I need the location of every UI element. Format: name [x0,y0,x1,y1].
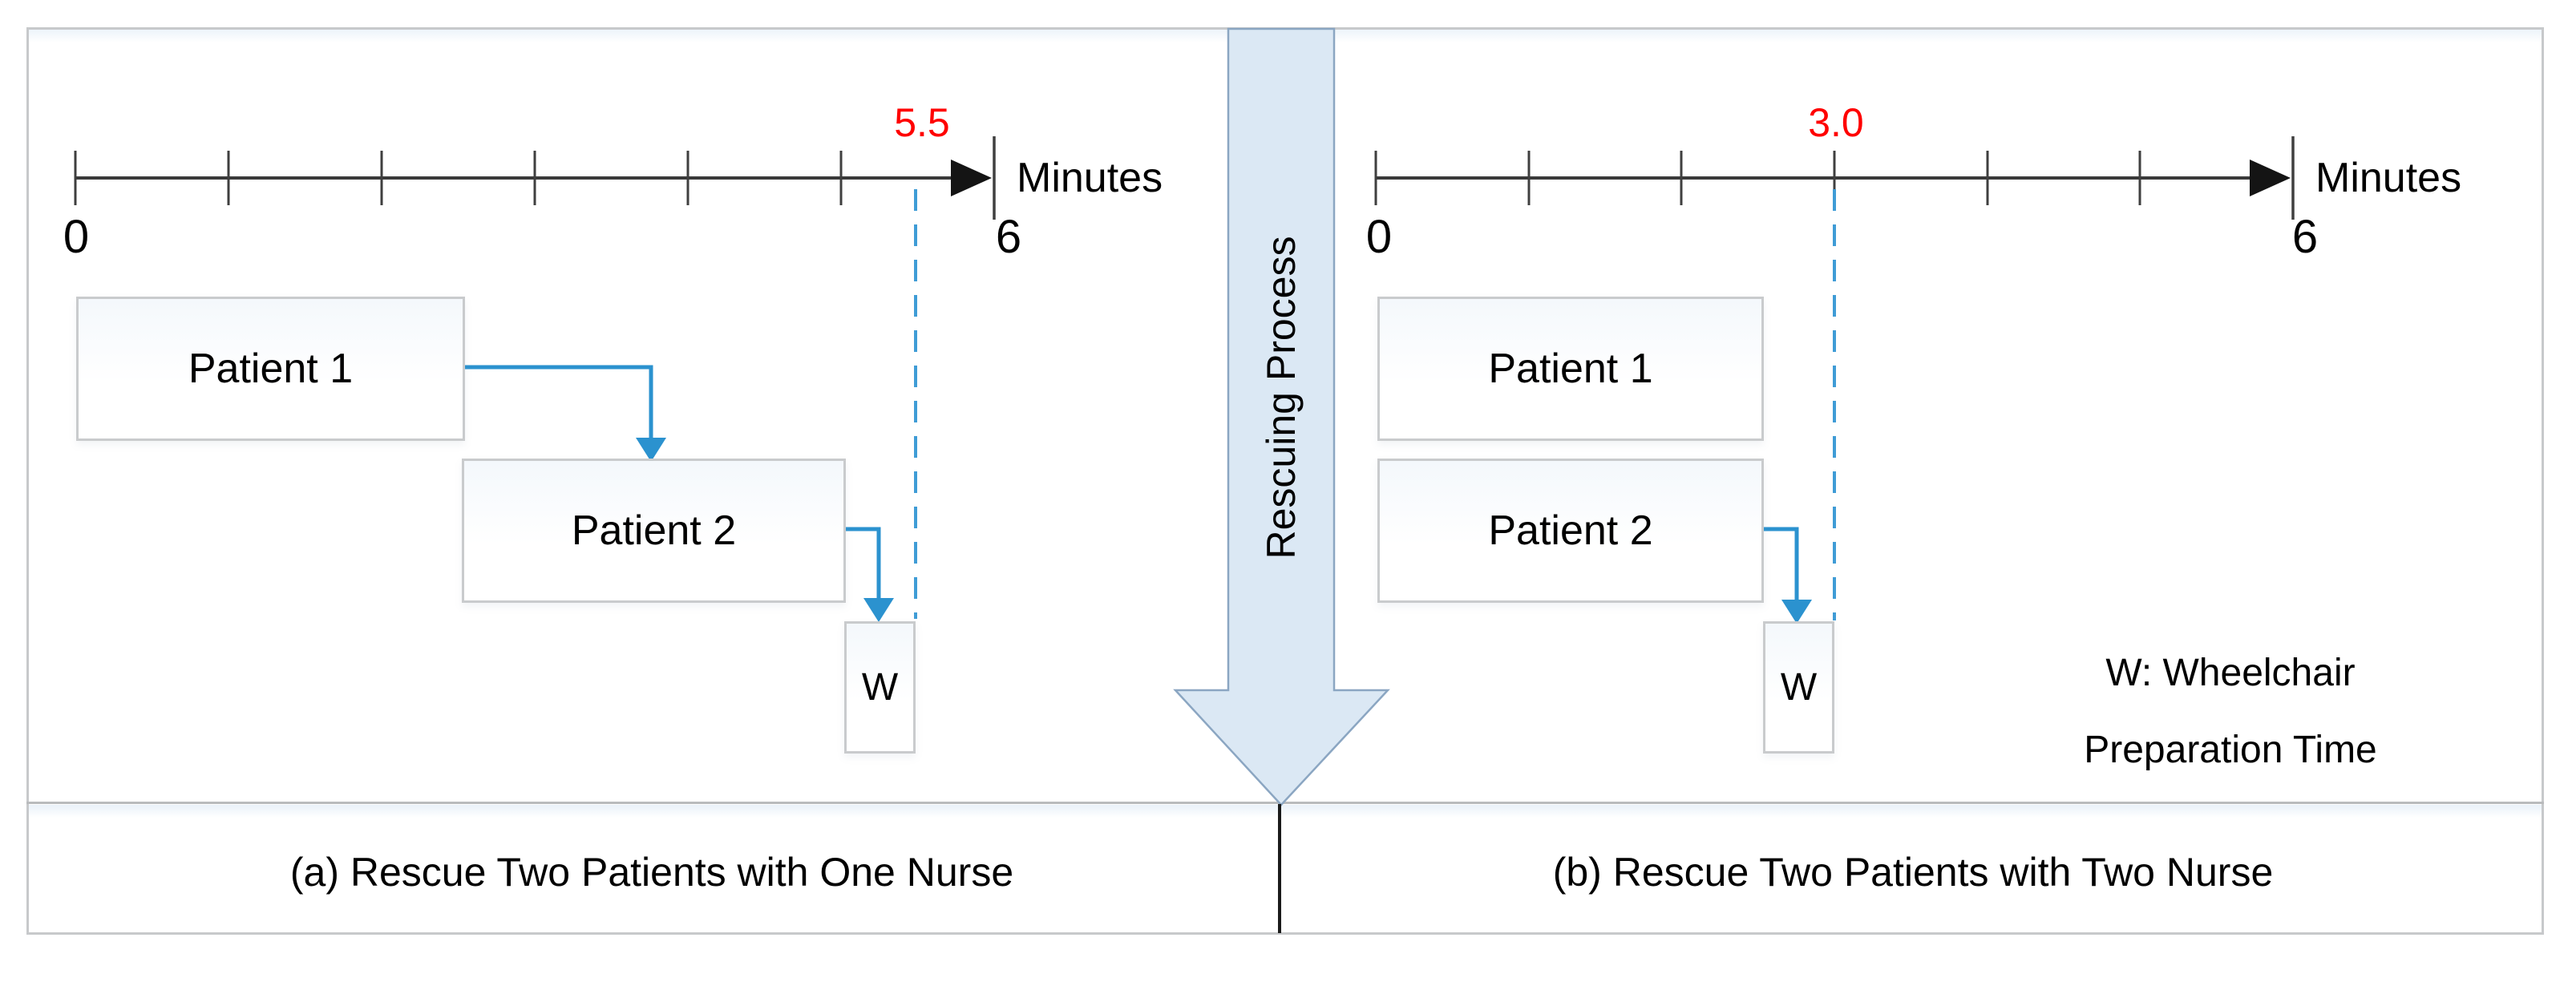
left-axis-start-label: 0 [63,211,90,263]
wheelchair-legend-line1: W: Wheelchair [2105,652,2356,694]
left-axis-end-label: 6 [995,211,1022,263]
right-patient2-label: Patient 2 [1488,507,1653,554]
right-axis-start-label: 0 [1365,211,1393,263]
caption-a: (a) Rescue Two Patients with One Nurse [289,850,1014,895]
right-connector-arrowhead-icon [1781,600,1812,624]
wheelchair-legend: W: Wheelchair Preparation Time [2030,635,2431,789]
left-completion-time-label: 5.5 [894,100,950,145]
right-wheelchair-label: W [1780,666,1818,709]
connectors [465,365,1799,601]
left-axis-arrowhead-icon [951,160,992,196]
left-patient2-label: Patient 2 [571,507,737,554]
caption-band-separator [26,802,2544,804]
wheelchair-legend-line2: Preparation Time [2084,729,2377,771]
rescuing-process-arrow-shape [1173,27,1390,806]
left-patient1-label: Patient 1 [188,346,354,392]
left-patient1-box: Patient 1 [76,297,465,441]
left-patient2-to-wheelchair-connector [846,527,881,600]
right-patient1-label: Patient 1 [1488,346,1653,392]
rescuing-process-label: Rescuing Process [1259,236,1304,560]
left-axis-unit-label: Minutes [1017,155,1163,201]
right-patient2-to-wheelchair-connector [1764,527,1799,601]
right-axis-unit-label: Minutes [2315,155,2462,201]
left-axis-ticks [74,136,996,220]
left-wheelchair-box: W [844,621,916,754]
caption-band-tint [29,805,2542,818]
caption-b: (b) Rescue Two Patients with Two Nurse [1552,850,2274,895]
right-patient2-box: Patient 2 [1377,459,1764,603]
left-patient2-box: Patient 2 [462,459,846,603]
left-connector1-arrowhead-icon [636,438,666,462]
right-axis-arrowhead-icon [2250,160,2291,196]
right-axis-end-label: 6 [2291,211,2319,263]
right-patient1-box: Patient 1 [1377,297,1764,441]
right-completion-time-label: 3.0 [1808,100,1864,145]
left-connector2-arrowhead-icon [863,598,894,622]
left-wheelchair-label: W [861,666,899,709]
right-wheelchair-box: W [1763,621,1834,754]
left-patient1-to-patient2-connector [465,365,653,439]
